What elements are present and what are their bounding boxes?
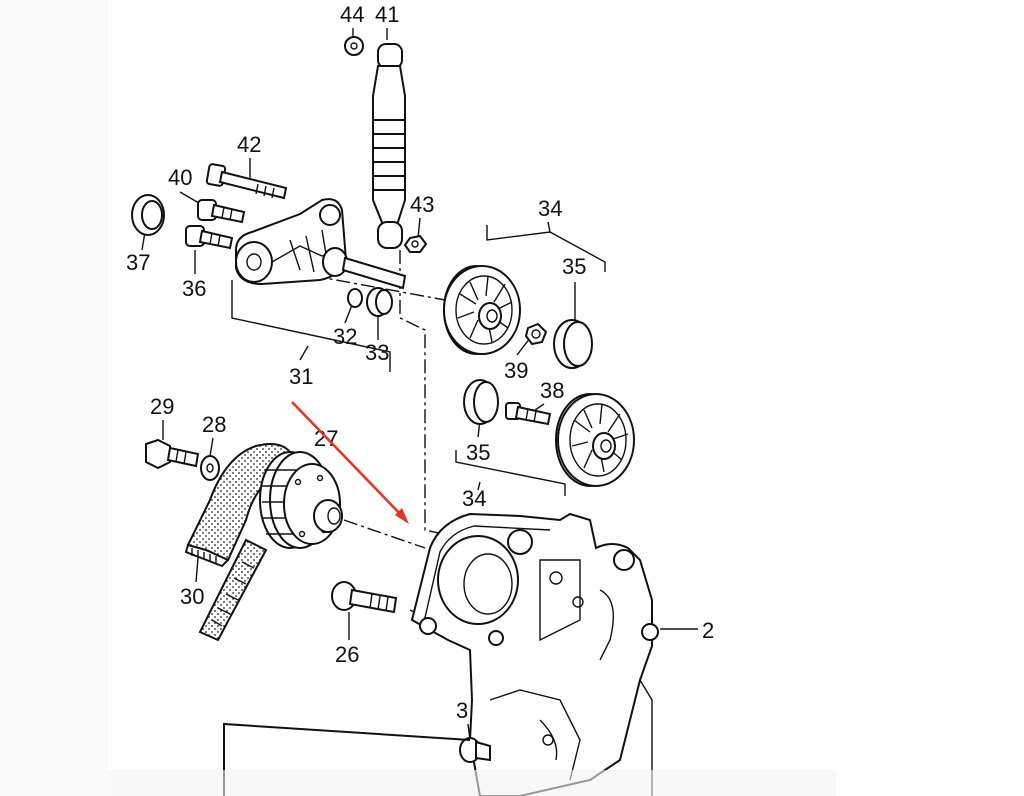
main-bracket-housing	[410, 512, 659, 796]
label-29: 29	[150, 394, 174, 419]
left-margin	[0, 0, 108, 796]
label-28: 28	[202, 412, 226, 437]
bolt-3	[459, 737, 491, 763]
label-31: 31	[289, 364, 313, 389]
nut-44	[344, 36, 364, 56]
label-37: 37	[126, 250, 150, 275]
label-35-mid: 35	[466, 440, 490, 465]
label-43: 43	[410, 192, 434, 217]
damper-strut	[372, 43, 406, 249]
bolt-26	[331, 581, 398, 614]
bolt-40	[197, 199, 246, 224]
label-40: 40	[168, 165, 192, 190]
label-42: 42	[237, 132, 261, 157]
cap-35-mid	[463, 379, 499, 425]
bottom-fade	[108, 770, 836, 796]
bolt-42	[205, 163, 288, 200]
right-margin	[836, 0, 1024, 796]
label-35-top: 35	[562, 254, 586, 279]
label-3: 3	[456, 698, 468, 723]
label-36: 36	[182, 276, 206, 301]
bolt-39	[524, 322, 548, 346]
label-34-mid: 34	[462, 486, 486, 511]
bolt-36	[185, 225, 234, 250]
group-brackets	[231, 221, 606, 496]
label-33: 33	[365, 340, 389, 365]
label-2: 2	[702, 618, 714, 643]
bolt-38	[505, 402, 552, 426]
bolt-29	[145, 438, 200, 470]
label-32: 32	[333, 324, 357, 349]
idler-pulley-top	[443, 265, 521, 355]
label-30: 30	[180, 584, 204, 609]
crank-pulley	[259, 451, 343, 549]
label-38: 38	[540, 378, 564, 403]
annotation-arrow	[291, 401, 409, 524]
label-41: 41	[375, 2, 399, 27]
label-34-top: 34	[538, 196, 562, 221]
nut-43	[403, 234, 428, 253]
cap-37	[131, 194, 165, 236]
cap-35-top	[553, 319, 593, 369]
tensioner-bracket	[235, 198, 407, 290]
label-26: 26	[335, 642, 359, 667]
bushing-33	[366, 287, 393, 317]
label-39: 39	[504, 358, 528, 383]
washer-32	[347, 288, 363, 308]
idler-pulley-lower	[555, 393, 635, 487]
label-44: 44	[340, 2, 364, 27]
washer-28	[200, 455, 220, 481]
